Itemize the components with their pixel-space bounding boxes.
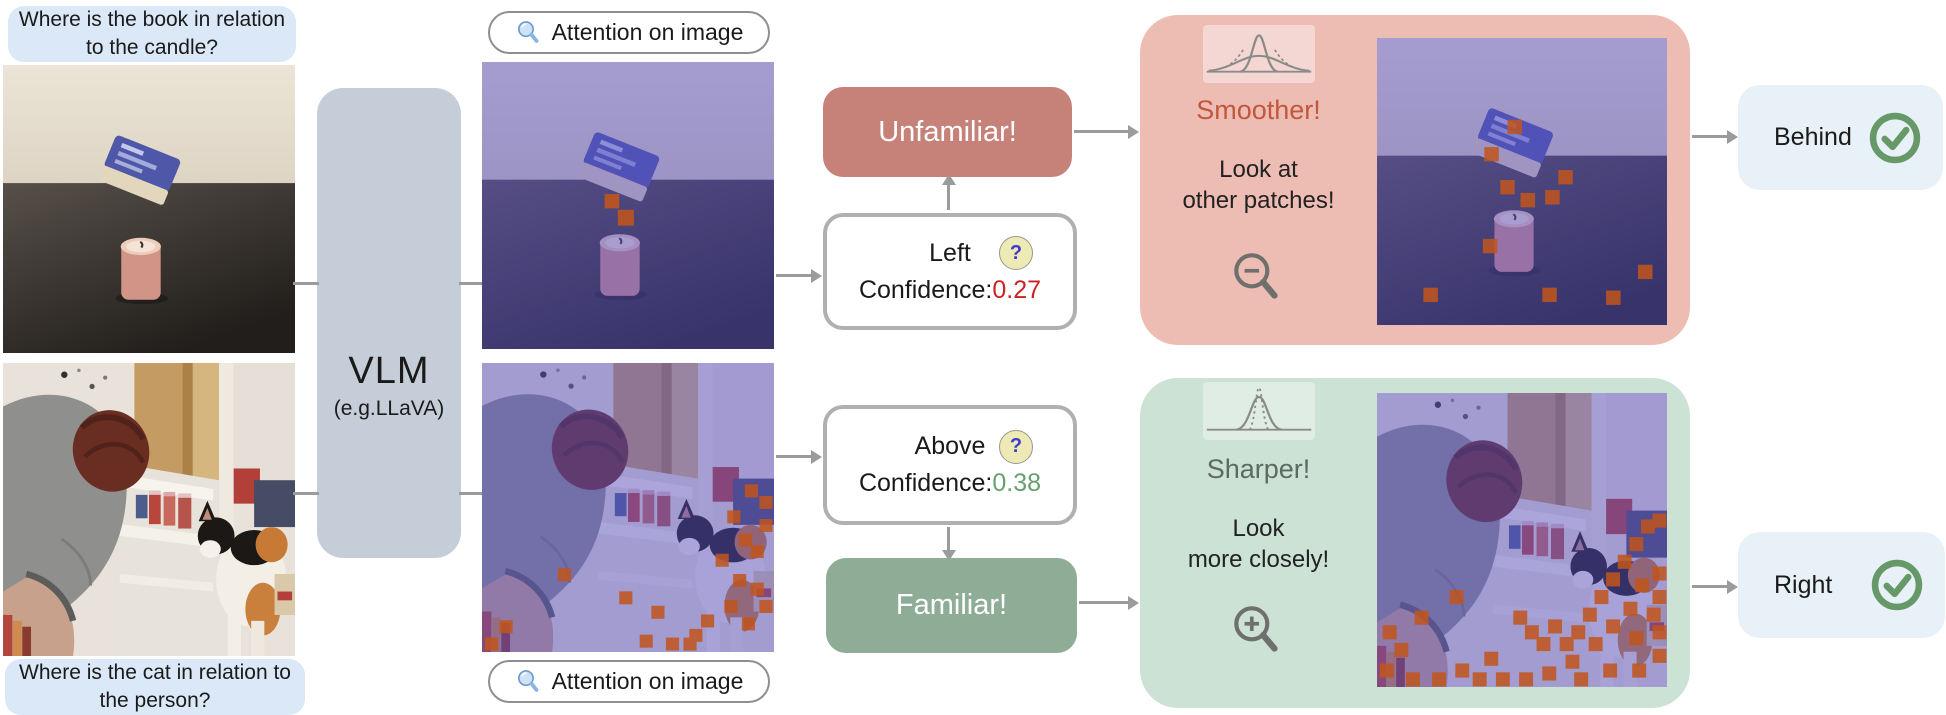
input-image-cat-person (3, 363, 295, 656)
familiar-label: Familiar! (895, 589, 1008, 621)
panel-attention-image-cat (1377, 393, 1667, 687)
sharper-line2: more closely! (1187, 545, 1330, 573)
attention-pill-bottom-label: Attention on image (551, 668, 744, 694)
feedback-panel-smoother: Smoother! Look at other patches! (1140, 15, 1690, 345)
arrow-unfamiliar-to-panel (1074, 124, 1139, 139)
confidence-label-bottom: Confidence: (858, 469, 993, 497)
familiar-box: Familiar! (826, 558, 1077, 653)
attention-pill-bottom: Attention on image (488, 660, 770, 703)
arrow-prediction-bottom-to-familiar (941, 527, 956, 561)
final-answer-top-label: Behind (1774, 123, 1852, 151)
final-answer-bottom-label: Right (1774, 570, 1833, 599)
predicted-answer-top: Left (929, 238, 971, 267)
question-mark-icon: ? (999, 429, 1033, 464)
panel-attention-image-book (1377, 38, 1667, 325)
unfamiliar-box: Unfamiliar! (823, 87, 1072, 177)
connector-vlm-to-attention-top (459, 282, 485, 285)
question-bubble-bottom: Where is the cat in relation to the pers… (5, 659, 305, 715)
attention-image-book-candle (482, 62, 774, 349)
connector-input-top-to-vlm (293, 282, 319, 285)
question-text-bottom: Where is the cat in relation to the pers… (19, 661, 291, 712)
sharper-headline: Sharper! (1206, 454, 1311, 484)
arrow-panel-to-answer-top (1692, 129, 1738, 144)
feedback-panel-sharper: Sharper! Look more closely! (1140, 378, 1690, 708)
vlm-subtitle: (e.g.LLaVA) (333, 397, 445, 420)
narrow-distribution-icon (1203, 382, 1315, 440)
attention-pill-top: Attention on image (488, 11, 770, 54)
question-text-top: Where is the book in relation to the can… (18, 8, 286, 59)
unfamiliar-label: Unfamiliar! (878, 115, 1017, 148)
zoom-in-icon (1227, 600, 1289, 667)
question-mark-icon: ? (999, 236, 1033, 270)
prediction-box-bottom: Above ? Confidence:0.38 (823, 405, 1077, 525)
smoother-line1: Look at (1219, 156, 1298, 183)
connector-vlm-to-attention-bottom (459, 492, 485, 495)
confidence-row-bottom: Confidence:0.38 (859, 469, 1041, 498)
question-bubble-top: Where is the book in relation to the can… (8, 6, 296, 62)
arrow-attention-top-to-prediction (776, 268, 822, 283)
prediction-box-top: Left ? Confidence:0.27 (823, 213, 1077, 330)
magnifier-icon (516, 20, 539, 43)
smoother-line2: other patches! (1182, 186, 1335, 214)
check-circle-icon (1867, 110, 1923, 166)
final-answer-bottom: Right (1738, 532, 1945, 638)
arrow-prediction-top-to-unfamiliar (941, 174, 956, 210)
predicted-answer-bottom: Above (914, 432, 986, 460)
vlm-title: VLM (348, 350, 430, 392)
connector-input-bottom-to-vlm (293, 492, 319, 495)
vlm-box: VLM (e.g.LLaVA) (317, 88, 461, 558)
confidence-value-top: 0.27 (992, 275, 1042, 304)
final-answer-top: Behind (1738, 85, 1943, 190)
zoom-out-icon (1227, 247, 1289, 314)
wide-distribution-icon (1203, 25, 1315, 83)
input-image-book-candle (3, 65, 295, 353)
check-circle-icon (1869, 557, 1925, 613)
arrow-familiar-to-panel (1079, 595, 1139, 610)
sharper-line1: Look (1232, 515, 1285, 542)
confidence-value-bottom: 0.38 (992, 469, 1042, 497)
attention-pill-top-label: Attention on image (551, 19, 744, 45)
confidence-label-top: Confidence: (858, 275, 993, 304)
smoother-headline: Smoother! (1196, 95, 1321, 125)
confidence-row-top: Confidence:0.27 (859, 276, 1041, 305)
attention-image-cat-person (482, 363, 774, 652)
arrow-attention-bottom-to-prediction (776, 449, 822, 464)
magnifier-icon (516, 669, 539, 692)
arrow-panel-to-answer-bottom (1692, 579, 1738, 594)
